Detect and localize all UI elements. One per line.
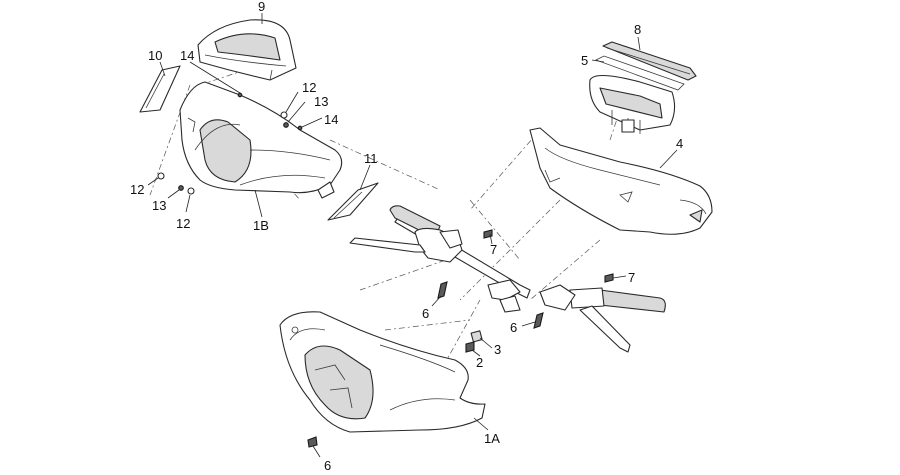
callout-11: 11: [364, 151, 378, 166]
callout-12-left: 12: [130, 182, 144, 197]
part-2-screw: [465, 341, 475, 353]
part-10-left-reflector: [139, 65, 181, 113]
part-9-rear-upper-cover: [197, 19, 297, 81]
callout-9: 9: [258, 0, 265, 14]
screw-14-left: [237, 92, 243, 98]
fastener-group-upper: [157, 92, 303, 195]
part-1B-rear-handlebar-cover: [179, 81, 343, 199]
callout-1A: 1A: [484, 431, 500, 446]
nut-13-left: [178, 185, 184, 191]
callout-3: 3: [494, 342, 501, 357]
screw-6-bottom: [307, 436, 318, 448]
washer-12-left: [157, 172, 165, 180]
callout-1B: 1B: [253, 218, 269, 233]
part-3-clip: [470, 330, 483, 343]
part-8-instrument-lens: [602, 41, 697, 81]
callout-7-right: 7: [628, 270, 635, 285]
callout-7-left: 7: [490, 242, 497, 257]
callout-13-left: 13: [152, 198, 166, 213]
handlebar-screws: [437, 229, 614, 329]
callout-12-top: 12: [302, 80, 316, 95]
screw-14-upper: [297, 125, 303, 131]
nut-13-upper: [283, 122, 289, 128]
callout-6-left: 6: [422, 306, 429, 321]
washer-12-upper: [280, 111, 288, 119]
callout-12-lower: 12: [176, 216, 190, 231]
callout-14-top: 14: [180, 48, 194, 63]
callout-13-top: 13: [314, 94, 328, 109]
handlebar-assembly: [349, 205, 666, 353]
callout-14-right: 14: [324, 112, 338, 127]
screw-6-right: [533, 312, 544, 329]
callout-labels: 9 10 14 12 13 14 11 12 13 12 1B 8 5 4 7 …: [130, 0, 683, 473]
callout-6-right: 6: [510, 320, 517, 335]
screw-7-right: [604, 273, 614, 283]
callout-6-bottom: 6: [324, 458, 331, 473]
part-11-right-reflector: [327, 182, 379, 221]
part-5-instrument-cluster: [589, 55, 685, 134]
washer-12-lower: [187, 187, 195, 195]
part-4-front-upper-cover: [529, 127, 713, 235]
callout-8: 8: [634, 22, 641, 37]
callout-4: 4: [676, 136, 683, 151]
leader-lines: [147, 13, 678, 458]
part-1A-front-handlebar-cover: [279, 311, 486, 433]
small-parts-2-3: [465, 330, 483, 353]
callout-10: 10: [148, 48, 162, 63]
callout-5: 5: [581, 53, 588, 68]
callout-2: 2: [476, 355, 483, 370]
screw-6-left: [437, 281, 448, 299]
